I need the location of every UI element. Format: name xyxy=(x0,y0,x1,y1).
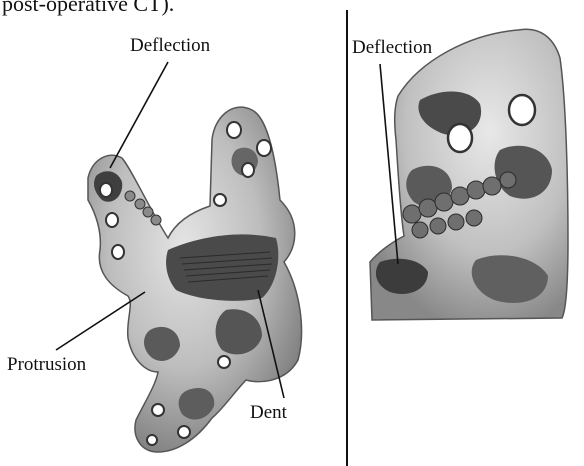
label-deflection-right: Deflection xyxy=(352,37,432,59)
left-implant-model xyxy=(88,107,302,452)
leader-line-deflection xyxy=(110,62,168,168)
label-protrusion: Protrusion xyxy=(7,354,86,376)
panel-divider xyxy=(346,10,348,466)
right-implant-closeup xyxy=(370,29,568,320)
label-deflection-left: Deflection xyxy=(130,35,210,57)
leader-line-right-deflection xyxy=(380,64,398,264)
label-dent: Dent xyxy=(250,402,287,424)
